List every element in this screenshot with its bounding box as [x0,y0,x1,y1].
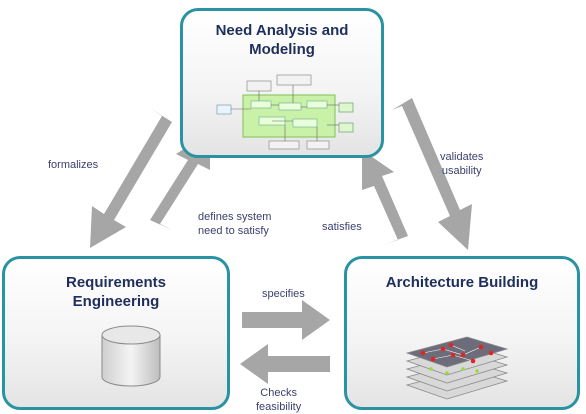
checks-label-line2: feasibility [256,401,302,413]
validates-label-line2: usability [441,165,482,177]
validates-label-line1: validates [440,151,484,163]
database-icon [101,325,161,387]
specifies-label: specifies [262,288,305,300]
checks-label-line1: Checks [260,387,297,399]
satisfies-arrow [362,150,408,244]
architecture-title: Architecture Building [385,274,539,291]
defines-label-line2: need to satisfy [198,225,269,237]
validates-label: validates usability [440,150,483,178]
checks-arrow [240,344,330,384]
model-diagram-icon [216,74,354,150]
requirements-title: Requirements Engineering [5,273,227,311]
requirements-title-line2: Engineering [72,293,160,310]
need-analysis-title-line2: Modeling [249,41,315,58]
requirements-title-line1: Requirements [65,274,167,291]
defines-label-line1: defines system [198,211,272,223]
architecture-box: Architecture Building [344,256,580,410]
layered-architecture-icon [405,336,509,400]
requirements-box: Requirements Engineering [2,256,230,410]
defines-label: defines system need to satisfy [198,210,271,238]
formalizes-arrow [90,108,172,248]
specifies-arrow [242,300,330,340]
checks-label: Checks feasibility [256,386,301,414]
need-analysis-title: Need Analysis and Modeling [183,21,381,59]
need-analysis-title-line1: Need Analysis and [215,22,349,39]
formalizes-label: formalizes [48,159,99,171]
satisfies-label: satisfies [322,221,362,233]
need-analysis-box: Need Analysis and Modeling [180,8,384,158]
validates-arrow [392,98,472,250]
